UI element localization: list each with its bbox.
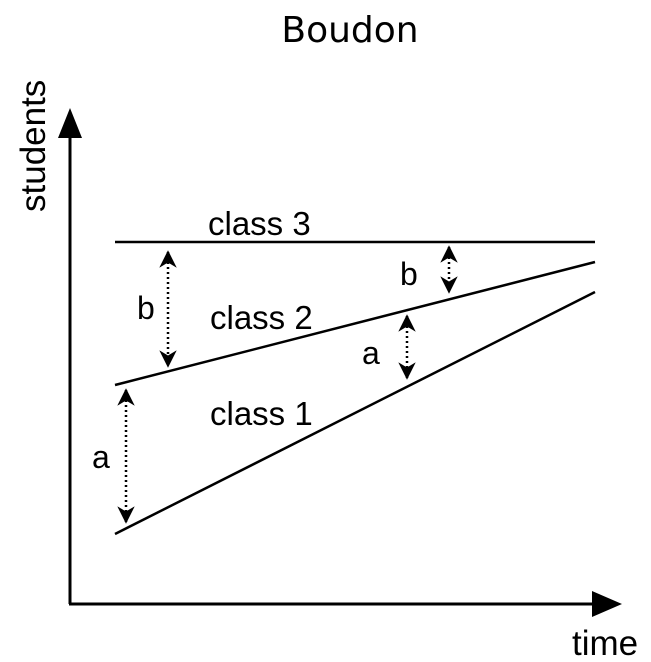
y-axis-label: students bbox=[14, 80, 53, 212]
class-3-label: class 3 bbox=[208, 205, 311, 242]
class-2-line bbox=[114, 260, 596, 387]
right-gap-b-label: b bbox=[400, 256, 418, 292]
class-2-label: class 2 bbox=[210, 299, 313, 336]
x-axis-arrowhead bbox=[592, 591, 622, 617]
y-axis-arrowhead bbox=[58, 108, 82, 138]
left-gap-a-label: a bbox=[92, 439, 110, 475]
diagram-title: Boudon bbox=[281, 10, 418, 51]
left-gap-b-label: b bbox=[137, 290, 155, 326]
class-1-line bbox=[114, 290, 596, 536]
class-1-label: class 1 bbox=[210, 395, 313, 432]
x-axis-label: time bbox=[572, 624, 638, 662]
right-gap-a-label: a bbox=[362, 335, 380, 371]
